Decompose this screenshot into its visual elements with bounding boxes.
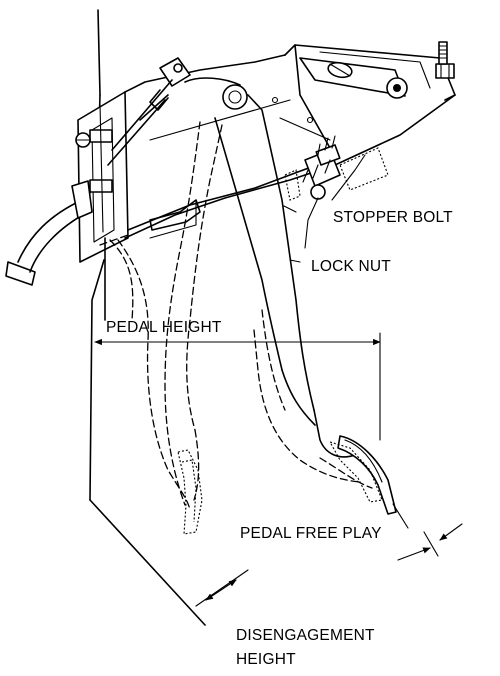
stopper-bolt-assembly [302,135,341,200]
pedal-height-dimension [94,332,381,441]
push-rod-clevis [107,57,191,166]
return-spring-bracket [149,199,201,239]
leader-lines [304,154,366,249]
lock-nut-label: LOCK NUT [311,258,391,275]
stopper-bolt-label: STOPPER BOLT [333,209,453,226]
pedal-bracket [89,44,456,501]
pedal-pivot [222,84,248,110]
pedal-height-label: PEDAL HEIGHT [106,319,222,336]
pedal-stopper-slot [299,57,408,99]
disengagement-height-label-line1: DISENGAGEMENT [236,627,375,644]
pedal-free-play-label: PEDAL FREE PLAY [240,525,382,542]
hydraulic-hose [5,180,93,286]
free-play-dimension [392,503,463,561]
pedal-pad-phantom [177,441,383,535]
pedal-phantom-outlines [99,121,373,511]
mounting-plate [75,91,129,263]
disengagement-height-label-line2: HEIGHT [236,651,296,668]
disengagement-dimension [195,569,249,607]
lower-bracket-edge [89,499,206,626]
pedal-pad [337,435,397,515]
bracket-bolt [435,41,455,79]
